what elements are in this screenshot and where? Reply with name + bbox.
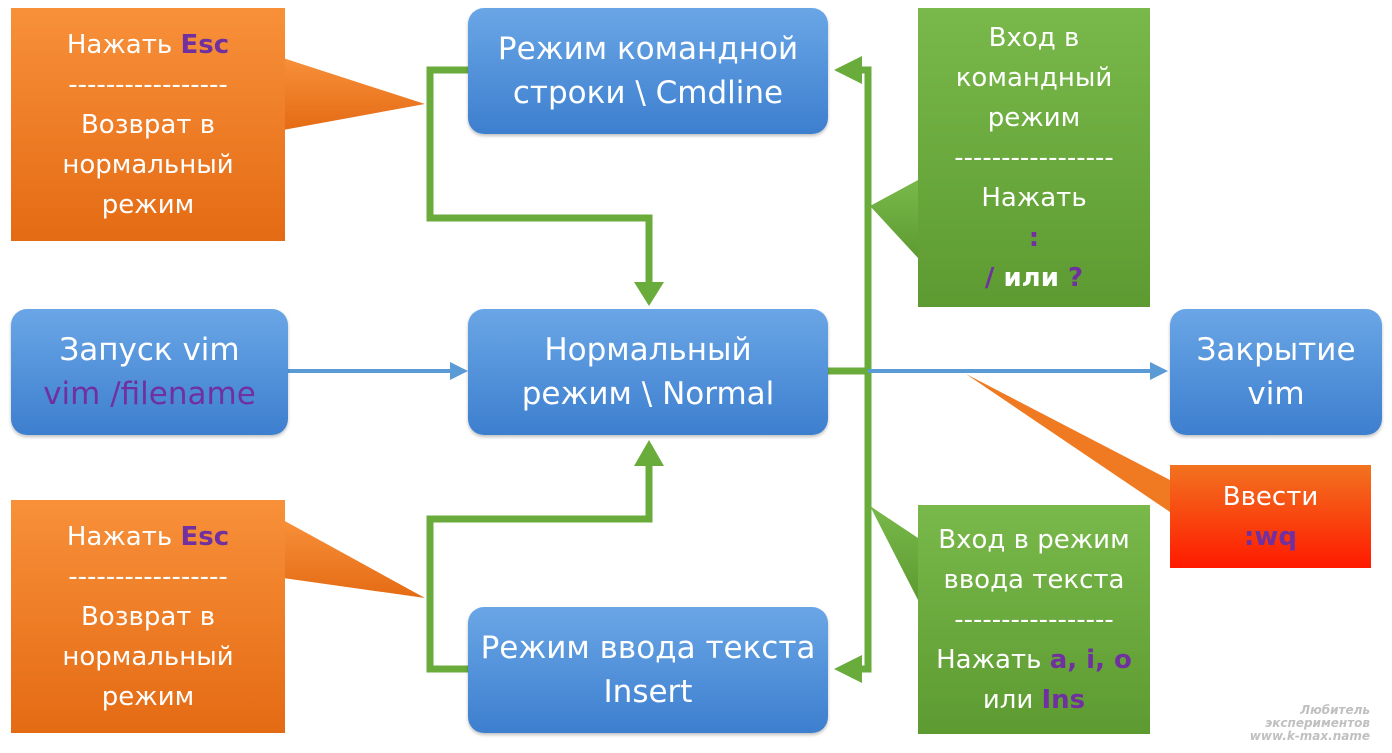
arrowhead-into-insert: [834, 655, 862, 683]
esc-top-divider: -----------------: [68, 69, 228, 100]
esc-top-key: Esc: [180, 29, 230, 60]
esc-bottom-divider: -----------------: [68, 561, 228, 592]
enter-cmd-line2: командный: [955, 62, 1113, 93]
esc-bottom-line3: режим: [101, 681, 195, 712]
enter-cmd-search-keys: / или ?: [985, 258, 1083, 298]
normal-mode-line2: режим \ Normal: [521, 376, 775, 412]
start-vim-command: vim /filename: [43, 376, 256, 412]
enter-cmd-line1: Вход в: [988, 22, 1080, 53]
start-vim-line1: Запуск vim: [59, 332, 240, 368]
watermark: Любитель экспериментов www.k-max.name: [1250, 704, 1370, 743]
enter-insert-callout: Вход в режим ввода текста --------------…: [918, 505, 1150, 734]
enter-cmd-or: или: [994, 262, 1068, 293]
enter-cmd-press: Нажать: [981, 182, 1087, 213]
watermark-line3: www.k-max.name: [1249, 729, 1370, 743]
watermark-line1: Любитель: [1300, 703, 1370, 717]
enter-insert-press: Нажать: [936, 644, 1050, 675]
esc-bottom-key: Esc: [180, 521, 230, 552]
normal-mode-node: Нормальный режим \ Normal: [468, 309, 828, 435]
close-vim-line1: Закрытие: [1196, 332, 1356, 368]
normal-mode-line1: Нормальный: [544, 332, 752, 368]
enter-insert-or-line: или Ins: [983, 680, 1085, 720]
wq-line1: Ввести: [1222, 481, 1319, 512]
enter-insert-line2: ввода текста: [943, 564, 1125, 595]
enter-cmd-key-colon: :: [1028, 222, 1040, 253]
esc-bottom-press-label: Нажать: [66, 521, 181, 552]
wq-key: :wq: [1243, 521, 1298, 552]
cmdline-mode-line1: Режим командной: [497, 31, 799, 67]
enter-insert-line1: Вход в режим: [938, 524, 1130, 555]
enter-cmd-key-question: ?: [1068, 262, 1084, 293]
arrowhead-into-close: [1150, 362, 1168, 380]
esc-top-press-label: Нажать: [66, 29, 181, 60]
esc-bottom-press-line: Нажать Esc: [67, 517, 229, 557]
close-vim-line2: vim: [1247, 376, 1305, 412]
enter-cmd-divider: -----------------: [954, 142, 1114, 173]
arrowhead-into-normal-bottom: [634, 440, 664, 466]
enter-cmd-pointer: [870, 180, 918, 258]
enter-insert-key-ins: Ins: [1041, 684, 1086, 715]
enter-insert-divider: -----------------: [954, 604, 1114, 635]
esc-top-line1: Возврат в: [80, 109, 216, 140]
enter-insert-pointer: [870, 506, 918, 600]
start-vim-node: Запуск vim vim /filename: [11, 309, 288, 435]
enter-insert-keys: a, i, o: [1049, 644, 1132, 675]
esc-top-line2: нормальный: [62, 149, 234, 180]
esc-top-line3: режим: [101, 189, 195, 220]
blue-arrowheads: [450, 362, 1168, 380]
green-arrowheads: [634, 56, 862, 683]
wq-callout: Ввести :wq: [1170, 465, 1371, 568]
cmdline-to-normal-arrow: [426, 66, 653, 290]
esc-top-press-line: Нажать Esc: [67, 25, 229, 65]
enter-cmd-key-slash: /: [984, 262, 995, 293]
arrowhead-into-cmdline: [834, 56, 862, 84]
normal-to-cmdline-arrow: [828, 66, 872, 375]
esc-bottom-line2: нормальный: [62, 641, 234, 672]
wq-pointer: [966, 374, 1170, 512]
esc-top-pointer: [283, 58, 425, 130]
insert-to-normal-arrow: [426, 462, 653, 673]
close-vim-node: Закрытие vim: [1170, 309, 1382, 435]
enter-insert-press-line: Нажать a, i, o: [936, 640, 1132, 680]
watermark-line2: экспериментов: [1265, 716, 1370, 730]
insert-mode-line2: Insert: [603, 674, 693, 710]
cmdline-mode-line2: строки \ Cmdline: [512, 75, 784, 111]
esc-bottom-line1: Возврат в: [80, 601, 216, 632]
cmdline-mode-node: Режим командной строки \ Cmdline: [468, 8, 828, 134]
insert-mode-node: Режим ввода текста Insert: [468, 607, 828, 733]
insert-mode-line1: Режим ввода текста: [480, 630, 816, 666]
normal-to-insert-arrow: [858, 371, 872, 673]
esc-bottom-callout: Нажать Esc ----------------- Возврат в н…: [11, 500, 285, 733]
arrowhead-into-normal-top: [634, 282, 664, 306]
esc-top-callout: Нажать Esc ----------------- Возврат в н…: [11, 8, 285, 241]
esc-bottom-pointer: [283, 520, 425, 598]
enter-insert-or: или: [982, 684, 1042, 715]
enter-cmd-line3: режим: [987, 102, 1081, 133]
enter-cmd-callout: Вход в командный режим -----------------…: [918, 8, 1150, 307]
arrowhead-into-normal-left: [450, 362, 468, 380]
